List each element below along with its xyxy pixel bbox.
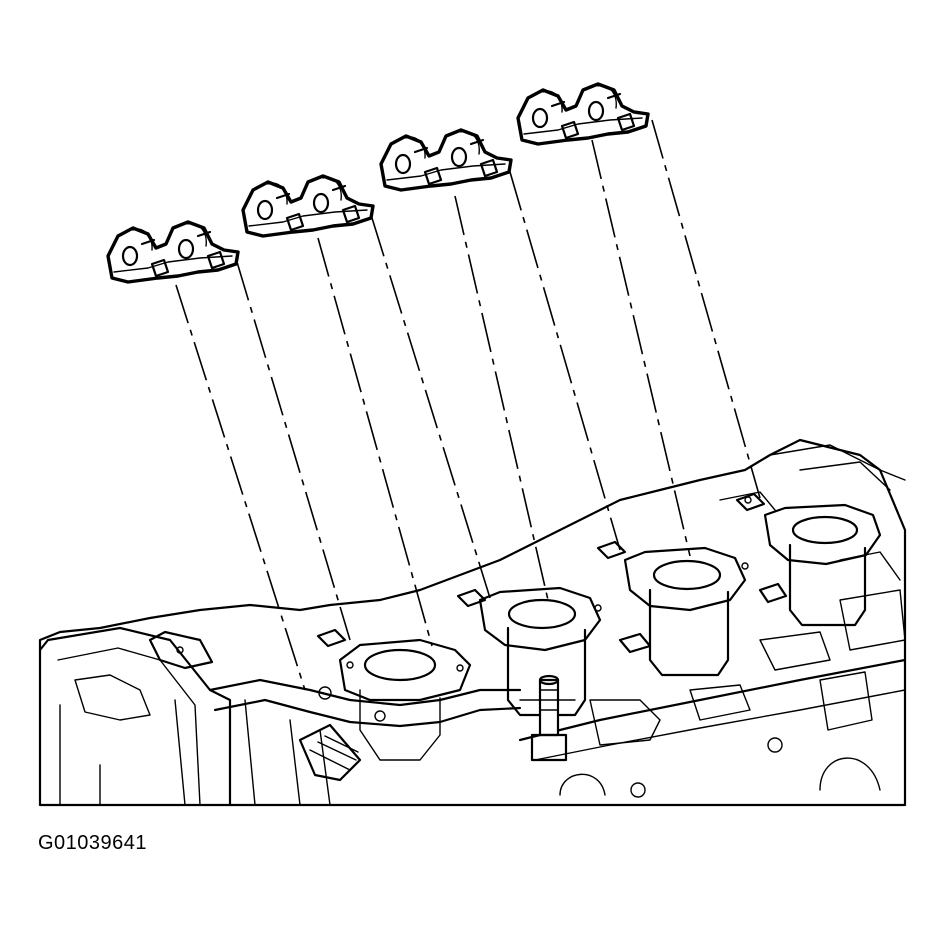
rocker-arm-pair-2 (241, 174, 375, 238)
alignment-lines (175, 119, 761, 691)
stud-bolt (530, 674, 568, 762)
cylinder-head-outline (38, 438, 907, 807)
rocker-arm-pair-3 (379, 128, 513, 192)
cylinder-head (38, 438, 907, 807)
figure-id-label: G01039641 (38, 832, 148, 854)
rocker-arm-pair-1 (106, 220, 240, 284)
intake-port-2 (478, 586, 602, 717)
intake-port-4 (744, 496, 882, 627)
front-end-block (38, 626, 232, 807)
rocker-arm-pair-4 (516, 82, 650, 146)
intake-port-3 (623, 546, 749, 677)
